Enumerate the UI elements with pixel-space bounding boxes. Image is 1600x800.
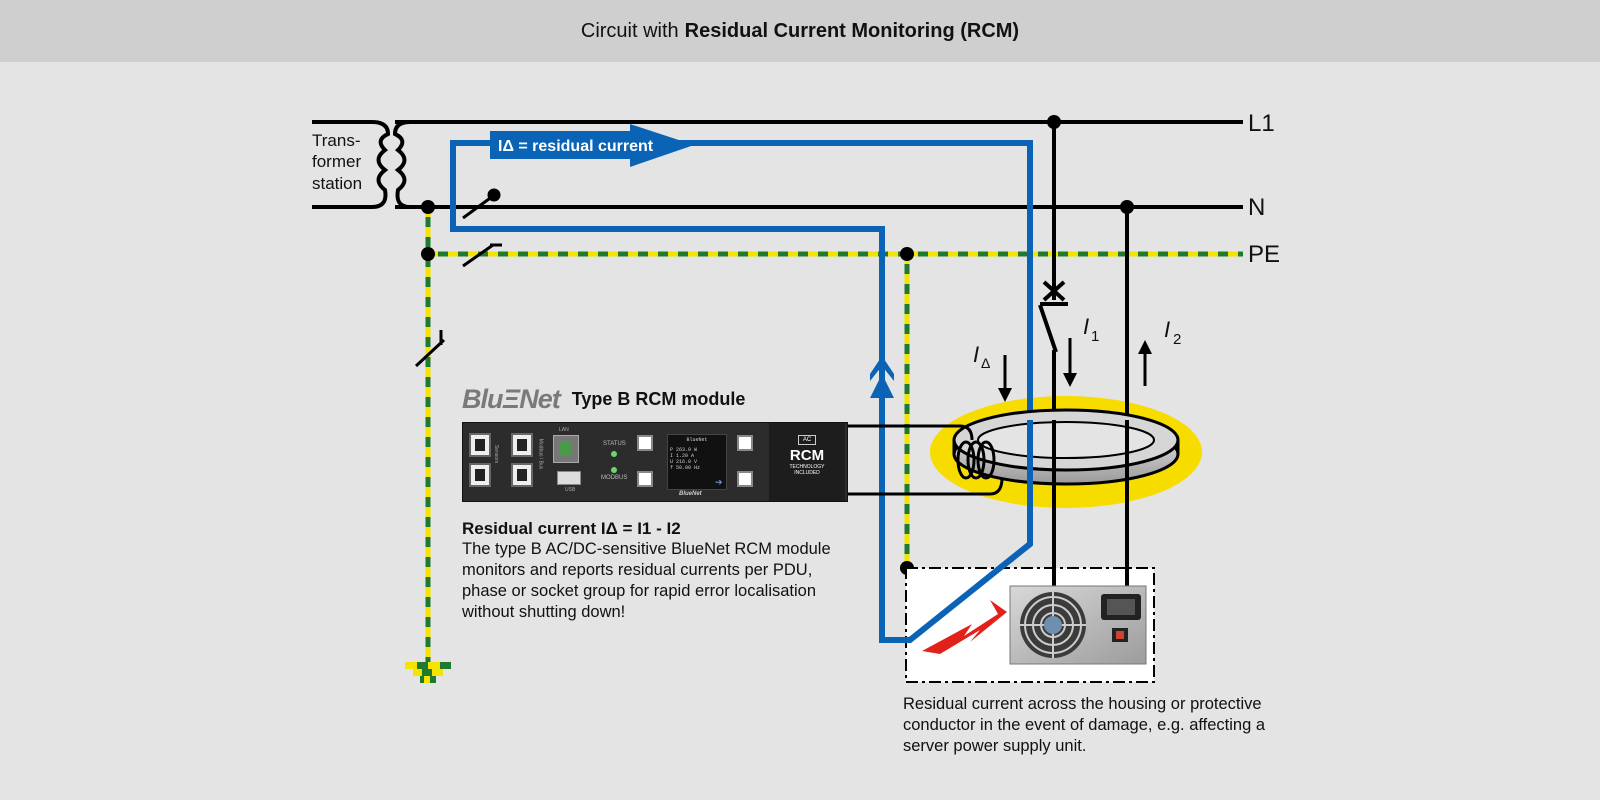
- modbus-led: [611, 467, 617, 473]
- i1-symbol: I: [1083, 314, 1089, 339]
- current-transformer-core: [952, 408, 1180, 486]
- up-arrow-icon-2: [870, 374, 894, 398]
- port-label-sensors: Sensors: [493, 444, 500, 464]
- residual-label-box: [490, 131, 640, 159]
- button-top-right[interactable]: [737, 435, 753, 451]
- psu-caption: Residual current across the housing or p…: [903, 695, 1266, 755]
- transformer-label-2: former: [312, 152, 361, 171]
- title-bold: Residual Current Monitoring (RCM): [684, 19, 1020, 42]
- residual-path-diagonal: [882, 541, 1032, 643]
- junction-l1: [1047, 115, 1061, 129]
- bluenet-logo: BluΞNet: [462, 383, 561, 414]
- modbus-label: MODBUS: [601, 475, 628, 481]
- lan-label: LAN: [559, 427, 569, 433]
- conductor-lines: [395, 120, 1243, 257]
- module-footer-brand: BlueNet: [679, 491, 702, 497]
- label-n: N: [1248, 194, 1265, 221]
- junction-pe: [421, 247, 435, 261]
- title-prefix: Circuit with: [580, 19, 679, 42]
- i1-subscript: 1: [1091, 328, 1099, 345]
- lan-port-icon: [553, 435, 579, 463]
- rcm-module-title-row: BluΞNet Type B RCM module: [462, 384, 745, 414]
- display-brand: BlueNet: [686, 437, 708, 443]
- rcm-explanation: Residual current IΔ = I1 - I2 The type B…: [462, 518, 832, 623]
- i-delta-symbol: I: [973, 342, 979, 367]
- rcm-sub-label-2: INCLUDED: [794, 470, 820, 476]
- usb-label: USB: [565, 487, 576, 493]
- rj45-port-icon: [469, 463, 491, 487]
- junction-n: [421, 200, 435, 214]
- sense-wires: [846, 424, 1004, 496]
- button-top-left[interactable]: [637, 435, 653, 451]
- i2-symbol: I: [1164, 317, 1170, 342]
- core-winding-coils: [956, 440, 996, 480]
- port-label-modbus: Modbus / Bus: [537, 438, 544, 470]
- rcm-badge: AC RCM TECHNOLOGY INCLUDED: [769, 423, 845, 501]
- status-label: STATUS: [603, 441, 626, 447]
- rcm-explanation-body: The type B AC/DC-sensitive BlueNet RCM m…: [462, 540, 831, 621]
- transformer-label-3: station: [312, 174, 362, 193]
- residual-arrow-head: [630, 124, 694, 167]
- fault-lightning-icon: [922, 600, 1007, 654]
- rcm-explanation-heading: Residual current IΔ = I1 - I2: [462, 519, 681, 538]
- transformer-label-1: Trans-: [312, 131, 361, 150]
- display-row: f 50.00 Hz: [670, 465, 701, 471]
- modbus-ports: [511, 433, 539, 493]
- rj45-port-icon: [469, 433, 491, 457]
- earth-ground-symbol: [405, 662, 451, 683]
- page-title: Circuit with Residual Current Monitoring…: [0, 0, 1600, 62]
- i2-subscript: 2: [1173, 331, 1181, 348]
- rcm-module-title: Type B RCM module: [571, 388, 746, 409]
- rcm-symbol: AC: [798, 435, 816, 445]
- up-arrow-icon: [870, 356, 894, 381]
- display-row: P 263.0 W: [670, 447, 698, 453]
- rcm-main-label: RCM: [789, 447, 825, 464]
- rj45-port-icon: [511, 463, 533, 487]
- rcm-sub-label-1: TECHNOLOGY: [789, 464, 825, 470]
- label-l1: L1: [1248, 110, 1275, 137]
- interruption-marks: [414, 188, 502, 368]
- residual-current-label: IΔ = residual current: [498, 138, 654, 155]
- display-arrow-icon: ➔: [715, 477, 723, 487]
- display-row: I 1.20 A: [670, 453, 695, 459]
- i-delta-subscript: Δ: [981, 355, 990, 371]
- breaker-switch-icon: [1038, 280, 1068, 353]
- rcm-module-device: Sensors Modbus / Bus LAN USB STATUS MODB…: [462, 422, 848, 502]
- junction-n-right: [1120, 200, 1134, 214]
- status-led: [611, 451, 617, 457]
- current-arrows: [998, 338, 1152, 402]
- junction-pe-branch: [900, 247, 914, 261]
- module-display: BlueNet P 263.0 W I 1.20 A U 216.0 V f 5…: [667, 434, 727, 490]
- server-psu-image: [1009, 585, 1147, 665]
- button-bottom-left[interactable]: [637, 471, 653, 487]
- transformer-symbol: [312, 120, 440, 209]
- button-bottom-right[interactable]: [737, 471, 753, 487]
- sensor-ports: [469, 433, 497, 493]
- display-row: U 216.0 V: [670, 459, 698, 465]
- rj45-port-icon: [511, 433, 533, 457]
- usb-port-icon: [557, 471, 581, 485]
- label-pe: PE: [1248, 241, 1280, 268]
